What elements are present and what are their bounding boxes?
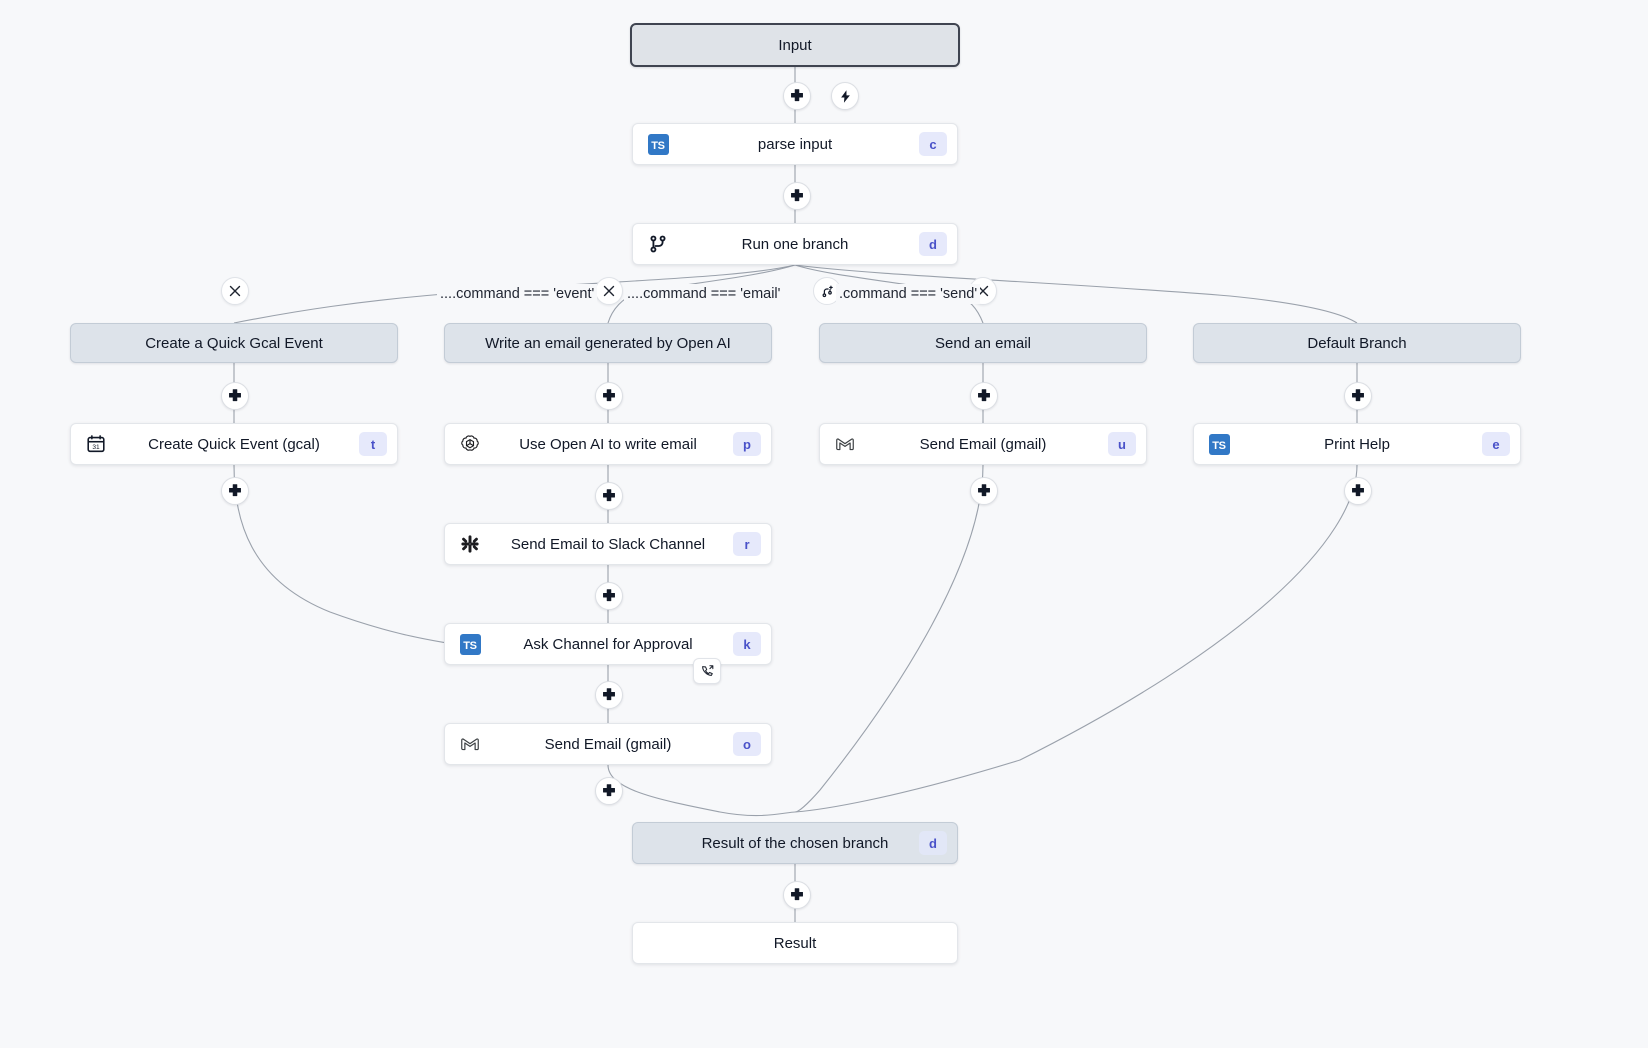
node-gmail_send_o[interactable]: Send Email (gmail) o: [444, 723, 772, 765]
node-label: Default Branch: [1307, 334, 1407, 352]
node-label: Use Open AI to write email: [519, 435, 697, 453]
add-step-icon[interactable]: [1344, 382, 1372, 410]
remove-branch-icon[interactable]: [221, 277, 249, 305]
node-label: Send Email to Slack Channel: [510, 535, 706, 553]
shortcut-badge[interactable]: d: [919, 232, 947, 256]
shortcut-badge[interactable]: e: [1482, 432, 1510, 456]
node-openai_write[interactable]: Use Open AI to write email p: [444, 423, 772, 465]
node-label: Send Email (gmail): [919, 435, 1047, 453]
shortcut-badge[interactable]: d: [919, 831, 947, 855]
add-step-icon[interactable]: [783, 82, 811, 110]
add-step-icon[interactable]: [221, 382, 249, 410]
branch-condition-label[interactable]: ....command === 'event': [437, 284, 598, 304]
shortcut-badge[interactable]: t: [359, 432, 387, 456]
node-label: Send Email (gmail): [544, 735, 672, 753]
edge-print_help-to-result_branch: [794, 464, 1358, 813]
add-step-icon[interactable]: [595, 582, 623, 610]
node-label: parse input: [757, 135, 833, 153]
edge-gcal_event-to-ask_approval: [233, 464, 448, 644]
add-step-icon[interactable]: [970, 477, 998, 505]
node-input[interactable]: Input: [630, 23, 960, 67]
shortcut-badge[interactable]: k: [733, 632, 761, 656]
node-ask_approval[interactable]: TS Ask Channel for Approval k: [444, 623, 772, 684]
node-label: Print Help: [1324, 435, 1390, 453]
add-step-icon[interactable]: [970, 382, 998, 410]
branch-icon: [647, 233, 669, 255]
node-label: Ask Channel for Approval: [523, 635, 693, 653]
node-slack_send[interactable]: Send Email to Slack Channel r: [444, 523, 772, 565]
add-step-icon[interactable]: [783, 881, 811, 909]
node-branch_send[interactable]: Send an email: [819, 323, 1147, 363]
shortcut-badge[interactable]: r: [733, 532, 761, 556]
shortcut-badge[interactable]: o: [733, 732, 761, 756]
node-label: Result of the chosen branch: [701, 834, 889, 852]
add-step-icon[interactable]: [783, 182, 811, 210]
gmail-icon: [834, 433, 856, 455]
ts-icon: TS: [1208, 433, 1230, 455]
add-step-icon[interactable]: [595, 382, 623, 410]
shortcut-badge[interactable]: u: [1108, 432, 1136, 456]
add-step-icon[interactable]: [221, 477, 249, 505]
edge-gmail_send_u-to-result_branch: [794, 464, 984, 813]
node-label: Write an email generated by Open AI: [485, 334, 731, 352]
edge-gmail_send_o-to-result_branch: [607, 764, 796, 817]
node-parse_input[interactable]: TS parse input c: [632, 123, 958, 165]
shortcut-badge[interactable]: c: [919, 132, 947, 156]
node-print_help[interactable]: TS Print Help e: [1193, 423, 1521, 465]
node-result_branch[interactable]: Result of the chosen branch d: [632, 822, 958, 864]
node-branch_gcal[interactable]: Create a Quick Gcal Event: [70, 323, 398, 363]
node-label: Result: [773, 934, 817, 952]
branch-condition-label[interactable]: ....command === 'email': [624, 284, 784, 304]
node-label: Input: [778, 36, 812, 54]
node-gcal_event[interactable]: 31 Create Quick Event (gcal) t: [70, 423, 398, 465]
branch-condition-label[interactable]: .command === 'send': [836, 284, 981, 304]
node-branch_def[interactable]: Default Branch: [1193, 323, 1521, 363]
remove-branch-icon[interactable]: [595, 277, 623, 305]
add-step-icon[interactable]: [595, 681, 623, 709]
slack-icon: [459, 533, 481, 555]
node-label: Send an email: [935, 334, 1031, 352]
suspend-resume-icon[interactable]: [693, 658, 721, 684]
node-label: Run one branch: [741, 235, 849, 253]
node-result[interactable]: Result: [632, 922, 958, 964]
svg-text:31: 31: [92, 444, 100, 451]
node-label: Create a Quick Gcal Event: [145, 334, 323, 352]
add-step-icon[interactable]: [595, 777, 623, 805]
add-step-icon[interactable]: [1344, 477, 1372, 505]
node-run_branch[interactable]: Run one branch d: [632, 223, 958, 265]
openai-icon: [459, 433, 481, 455]
node-label: Create Quick Event (gcal): [148, 435, 320, 453]
ts-icon: TS: [459, 633, 481, 655]
node-branch_email[interactable]: Write an email generated by Open AI: [444, 323, 772, 363]
add-step-icon[interactable]: [595, 482, 623, 510]
node-gmail_send_u[interactable]: Send Email (gmail) u: [819, 423, 1147, 465]
lightning-icon[interactable]: [831, 82, 859, 110]
ts-icon: TS: [647, 133, 669, 155]
shortcut-badge[interactable]: p: [733, 432, 761, 456]
gmail-icon: [459, 733, 481, 755]
calendar-icon: 31: [85, 433, 107, 455]
